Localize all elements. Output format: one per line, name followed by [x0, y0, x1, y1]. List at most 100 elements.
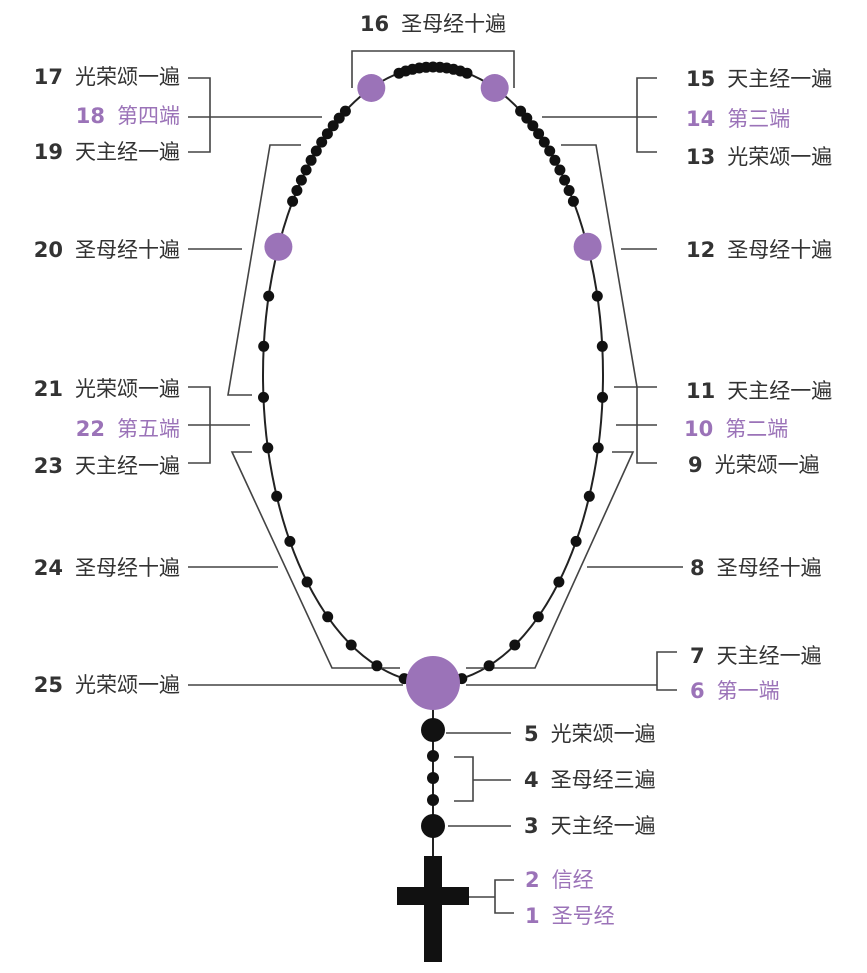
step-text: 第五端: [117, 417, 180, 441]
step-label-8: 8 圣母经十遍: [690, 556, 822, 580]
step-text: 圣母经十遍: [717, 556, 822, 580]
decade-bead: [483, 660, 495, 672]
step-text: 圣号经: [552, 904, 615, 928]
step-label-12: 12 圣母经十遍: [686, 238, 832, 262]
step-number: 11: [686, 379, 715, 403]
decade-bead: [532, 611, 544, 623]
step-number: 22: [76, 417, 105, 441]
decade-bead: [291, 185, 303, 196]
step-number: 20: [34, 238, 63, 262]
cross-horizontal: [397, 887, 469, 905]
step-text: 天主经一遍: [717, 644, 822, 668]
step-number: 24: [34, 556, 63, 580]
decade-bead: [262, 442, 274, 454]
decade-bead: [287, 195, 299, 207]
decade-bead: [515, 105, 527, 117]
step-text: 圣母经十遍: [75, 238, 180, 262]
step-label-21: 21 光荣颂一遍: [34, 377, 180, 401]
step-text: 光荣颂一遍: [75, 377, 180, 401]
decade-bead: [316, 136, 328, 148]
step-label-10: 10 第二端: [684, 417, 788, 441]
mystery-bead: [264, 232, 293, 261]
step-number: 10: [684, 417, 713, 441]
rosary-beads: [258, 61, 608, 838]
step-text: 光荣颂一遍: [75, 673, 180, 697]
step-number: 17: [34, 65, 63, 89]
step-text: 信经: [552, 868, 594, 892]
decade-bead: [371, 660, 383, 672]
connector-line: [561, 144, 638, 388]
step-number: 3: [524, 814, 539, 838]
connector-line: [351, 50, 515, 88]
step-number: 9: [688, 453, 703, 477]
decade-bead: [567, 195, 579, 207]
decade-bead: [549, 154, 561, 166]
decade-bead: [527, 120, 539, 132]
decade-bead: [544, 145, 556, 157]
cross-vertical: [424, 856, 442, 962]
decade-bead: [327, 120, 339, 132]
step-number: 21: [34, 377, 63, 401]
step-number: 12: [686, 238, 715, 262]
step-text: 天主经一遍: [75, 454, 180, 478]
mystery-bead: [573, 232, 602, 261]
decade-bead: [284, 535, 296, 547]
step-text: 第四端: [117, 104, 180, 128]
decade-bead: [263, 290, 275, 302]
pendant-bead-small: [427, 772, 439, 784]
step-label-20: 20 圣母经十遍: [34, 238, 180, 262]
step-label-7: 7 天主经一遍: [690, 644, 822, 668]
decade-bead: [553, 576, 565, 588]
decade-bead: [533, 128, 545, 140]
connector-line: [454, 756, 474, 802]
pendant-bead-small: [427, 794, 439, 806]
step-number: 15: [686, 67, 715, 91]
connector-line: [230, 451, 400, 669]
step-text: 光荣颂一遍: [727, 145, 832, 169]
step-text: 天主经一遍: [75, 140, 180, 164]
connector-line: [227, 144, 301, 396]
pendant-bead-small: [427, 750, 439, 762]
step-number: 7: [690, 644, 705, 668]
decade-bead: [583, 490, 595, 502]
pendant-bead-large: [421, 814, 445, 838]
step-label-23: 23 天主经一遍: [34, 454, 180, 478]
decade-bead: [295, 174, 307, 186]
step-text: 第二端: [725, 417, 788, 441]
connector-line: [188, 77, 211, 153]
step-text: 第一端: [717, 679, 780, 703]
decade-bead: [563, 185, 575, 196]
pendant-bead-large: [421, 718, 445, 742]
step-text: 第三端: [727, 107, 790, 131]
decade-bead: [310, 145, 322, 157]
decade-bead: [258, 391, 269, 403]
step-number: 8: [690, 556, 705, 580]
connector-line: [494, 879, 514, 914]
step-number: 5: [524, 722, 539, 746]
step-number: 2: [525, 868, 540, 892]
decade-bead: [597, 391, 608, 403]
step-number: 19: [34, 140, 63, 164]
decade-bead: [345, 639, 357, 651]
step-text: 圣母经十遍: [401, 12, 506, 36]
decade-bead: [559, 174, 571, 186]
decade-bead: [538, 136, 550, 148]
cross-icon: [397, 856, 469, 962]
step-text: 圣母经十遍: [727, 238, 832, 262]
step-number: 23: [34, 454, 63, 478]
decade-bead: [321, 128, 333, 140]
step-number: 18: [76, 104, 105, 128]
decade-bead: [596, 340, 608, 352]
centerpiece-bead: [406, 656, 460, 710]
